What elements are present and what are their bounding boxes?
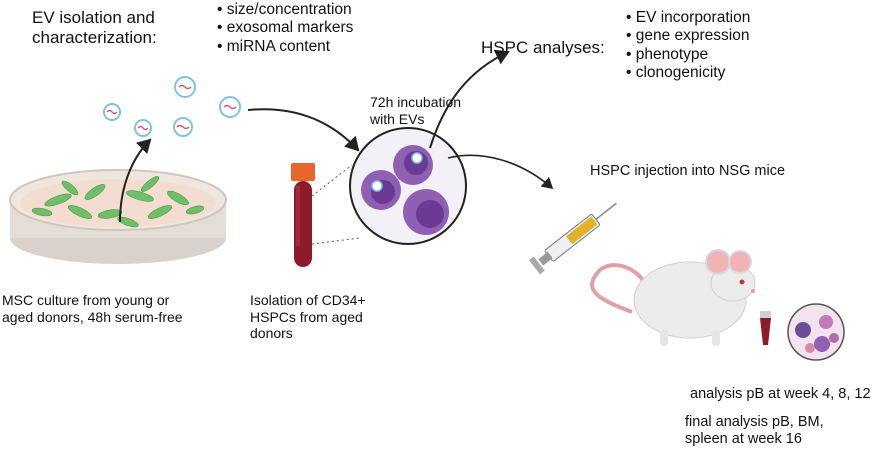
- isolation-cd34-line-1: Isolation of CD34+: [250, 292, 366, 308]
- petri-dish-icon: [9, 169, 227, 264]
- bullet-clonogenicity: clonogenicity: [626, 64, 750, 82]
- mouse-icon: [590, 249, 756, 346]
- incubation-label-line-1: 72h incubation: [370, 94, 462, 110]
- sample-tube-icon: [760, 311, 771, 345]
- isolation-cd34-label: Isolation of CD34+ HSPCs from aged donor…: [250, 292, 366, 342]
- incubation-well-icon: [349, 127, 467, 245]
- isolation-cd34-line-2: HSPCs from aged: [250, 308, 363, 325]
- hspc-analyses-list: EV incorporation gene expression phenoty…: [626, 9, 751, 82]
- vesicle-cargo-icon: [106, 84, 237, 131]
- blood-tube-icon: [291, 163, 315, 267]
- ev-characterization-list: size/concentration exosomal markers miRN…: [217, 1, 354, 56]
- isolation-cd34-line-3: donors: [250, 325, 293, 342]
- bullet-gene-expression: gene expression: [626, 27, 750, 45]
- bullet-mirna-content: miRNA content: [217, 38, 353, 56]
- syringe-icon: [528, 202, 617, 275]
- ev-isolation-title: EV isolation and characterization:: [32, 8, 157, 48]
- bullet-phenotype: phenotype: [626, 46, 750, 64]
- injection-label: HSPC injection into NSG mice: [590, 163, 786, 179]
- arrow-dish-to-evs: [119, 138, 152, 223]
- arrow-evs-to-incubation: [247, 108, 360, 152]
- msc-culture-line-1: MSC culture from young or: [2, 292, 170, 308]
- ev-isolation-title-line-1: EV isolation and: [32, 8, 155, 27]
- blood-smear-icon: [787, 303, 845, 361]
- bullet-exosomal-markers: exosomal markers: [217, 19, 354, 37]
- extracellular-vesicles-icon: [103, 76, 241, 137]
- incubation-label-line-2: with EVs: [370, 110, 425, 127]
- incubation-label: 72h incubation with EVs: [370, 94, 461, 127]
- bullet-size-concentration: size/concentration: [217, 1, 353, 19]
- msc-culture-line-2: aged donors, 48h serum-free: [2, 308, 183, 325]
- arrow-to-injection: [447, 154, 554, 190]
- hspc-analyses-title: HSPC analyses:: [481, 38, 605, 57]
- final-analysis-line-1: final analysis pB, BM,: [685, 414, 824, 430]
- final-analysis-label: final analysis pB, BM, spleen at week 16: [685, 414, 824, 448]
- msc-culture-label: MSC culture from young or aged donors, 4…: [2, 292, 183, 325]
- arrow-to-hspc-analyses: [429, 49, 510, 149]
- bullet-ev-incorporation: EV incorporation: [626, 9, 751, 27]
- magnify-lines: [311, 164, 361, 245]
- ev-isolation-title-line-2: characterization:: [32, 28, 157, 48]
- final-analysis-line-2: spleen at week 16: [685, 431, 802, 448]
- analysis-pb-label: analysis pB at week 4, 8, 12: [690, 386, 871, 402]
